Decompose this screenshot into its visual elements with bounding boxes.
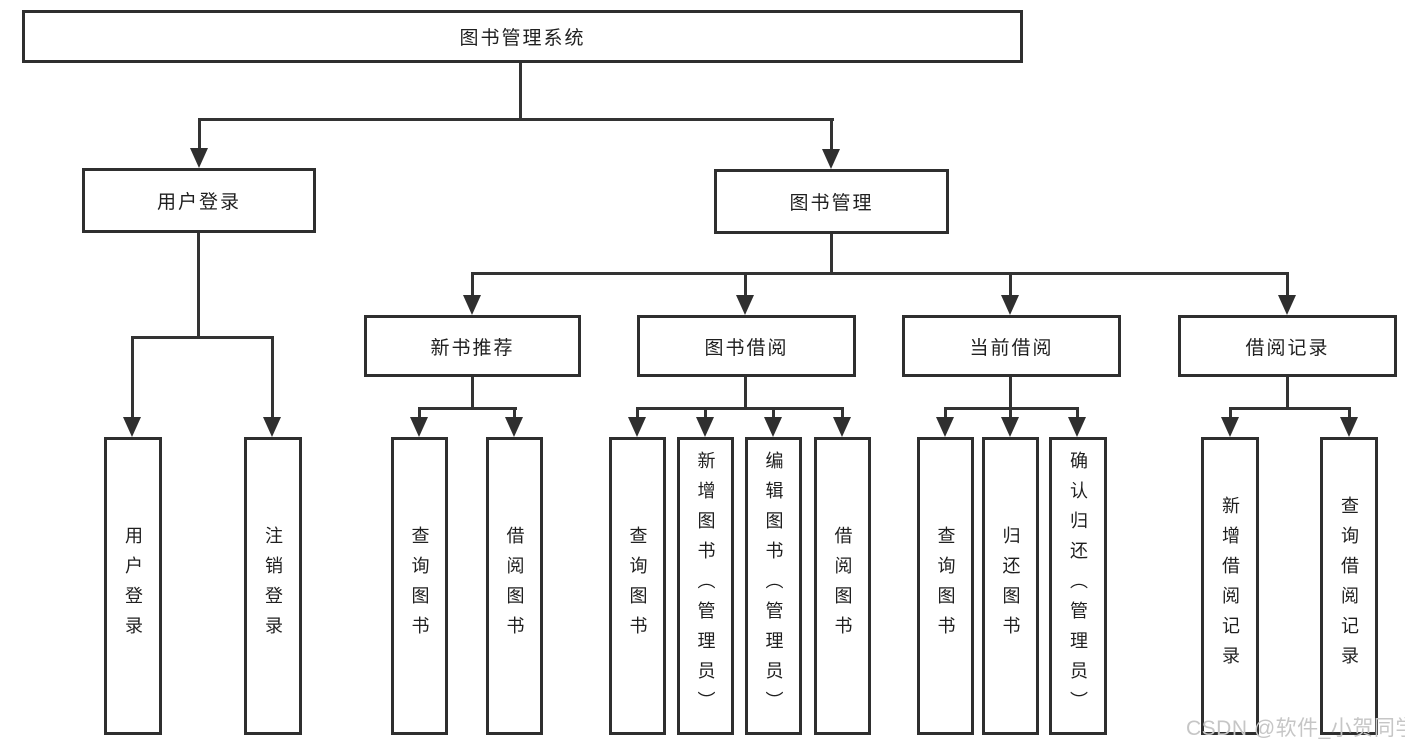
arrow-down-icon xyxy=(1278,295,1296,315)
connector-user-login-bar xyxy=(131,336,274,339)
node-label: 借阅记录 xyxy=(1245,337,1330,359)
leaf-label: 注销登录 xyxy=(263,526,283,646)
arrow-down-icon xyxy=(936,417,954,437)
arrow-down-icon xyxy=(263,417,281,437)
leaf-add-books-admin: 新增图书（管理员） xyxy=(677,437,734,735)
connector-drop-line xyxy=(1348,407,1351,419)
arrow-down-icon xyxy=(822,149,840,169)
connector-drop-line xyxy=(198,118,201,150)
node-label: 图书管理 xyxy=(789,193,874,214)
leaf-label: 编辑图书（管理员） xyxy=(763,451,784,721)
node-label: 新书推荐 xyxy=(430,337,515,359)
connector-drop-line xyxy=(636,407,639,419)
connector-borrow-records-stem xyxy=(1286,377,1289,410)
leaf-edit-books-admin: 编辑图书（管理员） xyxy=(745,437,802,735)
connector-new-book-stem xyxy=(471,377,474,410)
leaf-query-borrow-record: 查询借阅记录 xyxy=(1320,437,1378,735)
arrow-down-icon xyxy=(410,417,428,437)
node-book-management: 图书管理 xyxy=(714,169,949,234)
connector-drop-line xyxy=(418,407,421,419)
node-library-management-system: 图书管理系统 xyxy=(22,10,1023,63)
arrow-down-icon xyxy=(1340,417,1358,437)
connector-drop-line xyxy=(131,336,134,418)
connector-drop-line xyxy=(944,407,947,419)
connector-drop-line xyxy=(513,407,516,419)
connector-level2-bar xyxy=(198,118,834,121)
leaf-return-books: 归还图书 xyxy=(982,437,1039,735)
arrow-down-icon xyxy=(463,295,481,315)
leaf-user-login: 用户登录 xyxy=(104,437,162,735)
leaf-label: 查询借阅记录 xyxy=(1339,496,1359,676)
leaf-label: 归还图书 xyxy=(1000,526,1021,646)
connector-drop-line xyxy=(1009,272,1012,296)
connector-drop-line xyxy=(471,272,474,296)
arrow-down-icon xyxy=(1068,417,1086,437)
connector-drop-line xyxy=(1076,407,1079,419)
connector-drop-line xyxy=(271,336,274,418)
arrow-down-icon xyxy=(736,295,754,315)
arrow-down-icon xyxy=(1221,417,1239,437)
arrow-down-icon xyxy=(764,417,782,437)
connector-drop-line xyxy=(772,407,775,419)
connector-new-book-bar xyxy=(418,407,517,410)
arrow-down-icon xyxy=(696,417,714,437)
leaf-label: 借阅图书 xyxy=(832,526,853,646)
connector-book-borrow-stem xyxy=(744,377,747,410)
connector-book-borrow-bar xyxy=(636,407,844,410)
leaf-label: 查询图书 xyxy=(935,526,956,646)
arrow-down-icon xyxy=(190,148,208,168)
connector-drop-line xyxy=(1009,407,1012,419)
connector-drop-line xyxy=(704,407,707,419)
connector-drop-line xyxy=(744,272,747,296)
connector-borrow-records-bar xyxy=(1229,407,1351,410)
arrow-down-icon xyxy=(1001,417,1019,437)
arrow-down-icon xyxy=(123,417,141,437)
leaf-borrow-books-1: 借阅图书 xyxy=(486,437,543,735)
connector-drop-line xyxy=(841,407,844,419)
leaf-query-books-1: 查询图书 xyxy=(391,437,448,735)
node-new-book-recommendation: 新书推荐 xyxy=(364,315,581,377)
node-borrowing-records: 借阅记录 xyxy=(1178,315,1397,377)
connector-drop-line xyxy=(1229,407,1232,419)
leaf-label: 借阅图书 xyxy=(504,526,525,646)
arrow-down-icon xyxy=(628,417,646,437)
leaf-label: 新增图书（管理员） xyxy=(695,451,716,721)
leaf-label: 新增借阅记录 xyxy=(1220,496,1240,676)
leaf-label: 确认归还（管理员） xyxy=(1068,451,1088,721)
node-user-login: 用户登录 xyxy=(82,168,316,233)
connector-level3-bar xyxy=(471,272,1289,275)
leaf-label: 用户登录 xyxy=(123,526,143,646)
leaf-confirm-return-admin: 确认归还（管理员） xyxy=(1049,437,1107,735)
connector-root-stem xyxy=(519,63,522,121)
leaf-borrow-books-2: 借阅图书 xyxy=(814,437,871,735)
arrow-down-icon xyxy=(1001,295,1019,315)
node-current-borrowing: 当前借阅 xyxy=(902,315,1121,377)
leaf-label: 查询图书 xyxy=(627,526,648,646)
node-book-borrowing: 图书借阅 xyxy=(637,315,856,377)
csdn-watermark: CSDN @软件_小贺同学 xyxy=(1186,717,1405,740)
node-label: 图书借阅 xyxy=(704,337,789,359)
leaf-logout: 注销登录 xyxy=(244,437,302,735)
node-label: 用户登录 xyxy=(156,192,241,213)
arrow-down-icon xyxy=(505,417,523,437)
connector-user-login-stem xyxy=(197,233,200,339)
leaf-label: 查询图书 xyxy=(409,526,430,646)
node-label: 图书管理系统 xyxy=(459,28,586,49)
connector-current-borrow-stem xyxy=(1009,377,1012,410)
connector-drop-line xyxy=(830,118,833,150)
connector-book-management-stem xyxy=(830,234,833,275)
leaf-query-books-2: 查询图书 xyxy=(609,437,666,735)
leaf-query-books-3: 查询图书 xyxy=(917,437,974,735)
leaf-add-borrow-record: 新增借阅记录 xyxy=(1201,437,1259,735)
arrow-down-icon xyxy=(833,417,851,437)
connector-drop-line xyxy=(1286,272,1289,296)
node-label: 当前借阅 xyxy=(969,337,1054,359)
